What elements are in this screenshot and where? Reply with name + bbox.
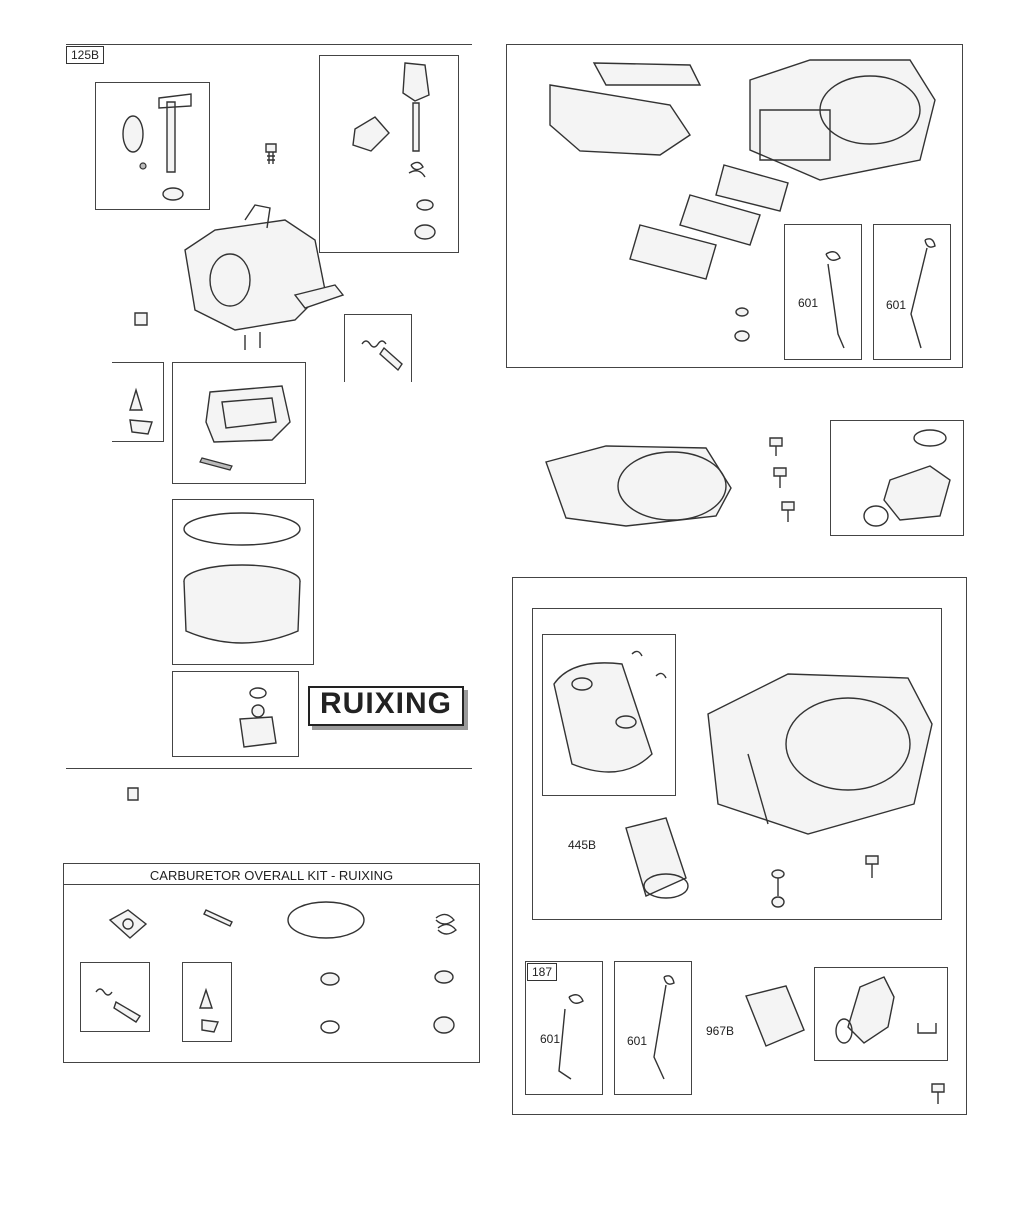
carburetor-kit-title: CARBURETOR OVERALL KIT - RUIXING — [149, 868, 394, 883]
linkage-b-drawing — [873, 224, 951, 360]
choke-shaft-box — [319, 55, 459, 253]
kit-needle-drawing — [182, 962, 232, 1042]
float-box — [172, 362, 306, 484]
air-cleaner-panel — [506, 44, 963, 368]
linkage-a-drawing — [784, 224, 862, 360]
kit-pin-drawing — [202, 904, 238, 930]
kit-washer-c-drawing — [318, 1018, 342, 1036]
kit-washer-d-drawing — [432, 1014, 456, 1036]
ref-tag-187: 187 — [527, 963, 558, 981]
ref-label-601-a: 601 — [798, 296, 819, 310]
float-drawing — [172, 362, 306, 484]
throttle-shaft-drawing — [95, 82, 210, 210]
air-filter-445b-drawing — [606, 808, 696, 904]
small-screw-drawing — [264, 142, 280, 168]
blower-housing-inner-panel — [532, 608, 942, 920]
bolts-drawing — [764, 432, 804, 524]
ref-label-445b: 445B — [568, 838, 597, 852]
kit-washer-a-drawing — [318, 970, 342, 988]
blower-plate-drawing — [536, 432, 736, 532]
throttle-shaft-box — [95, 82, 210, 210]
air-cleaner-base-drawing — [730, 50, 940, 200]
intake-elbow-box-lower — [814, 967, 948, 1061]
air-filter-drawing — [620, 155, 800, 285]
kit-title-divider — [63, 884, 480, 885]
float-needle-drawing — [112, 362, 164, 442]
ref-tag-125b: 125B — [66, 46, 105, 64]
float-needle-box — [112, 362, 164, 442]
blower-housing-panel — [512, 577, 967, 1115]
ref-label-601-d: 601 — [627, 1034, 648, 1048]
ref-label-601-c: 601 — [540, 1032, 561, 1046]
kit-oring-drawing — [284, 898, 368, 942]
middle-left-divider — [66, 768, 472, 769]
brand-logo: RUIXING — [308, 686, 464, 726]
carburetor-body-drawing — [175, 200, 350, 355]
kit-gasket-drawing — [104, 904, 152, 944]
jet-drawing — [132, 310, 152, 328]
top-left-divider — [66, 44, 472, 45]
choke-shaft-drawing — [319, 55, 459, 253]
intake-elbow-box — [830, 420, 964, 536]
carburetor-kit-panel: CARBURETOR OVERALL KIT - RUIXING — [63, 863, 480, 1063]
kit-washer-b-drawing — [432, 968, 456, 986]
linkage-box-c — [525, 961, 603, 1095]
linkage-box-d — [614, 961, 692, 1095]
kit-spring-drawing — [428, 908, 464, 944]
kit-needle-box — [182, 962, 232, 1042]
housing-screw-b-drawing — [862, 852, 882, 882]
air-cleaner-bolt-drawing — [732, 304, 752, 344]
ref-label-601-b: 601 — [886, 298, 907, 312]
float-bowl-box — [172, 499, 314, 665]
bottom-screw-drawing — [928, 1080, 948, 1108]
kit-screw-drawing — [80, 962, 150, 1032]
idle-screw-drawing — [344, 314, 412, 382]
plug-drawing — [126, 786, 142, 804]
housing-screw-a-drawing — [768, 866, 788, 912]
float-bowl-drawing — [172, 499, 314, 665]
linkage-c-drawing — [525, 961, 603, 1095]
air-cleaner-cover-drawing — [540, 55, 710, 165]
bowl-nut-box — [172, 671, 299, 757]
filter-967b-drawing — [736, 980, 810, 1052]
kit-screw-box — [80, 962, 150, 1032]
intake-elbow-drawing — [830, 420, 964, 536]
linkage-box-b — [873, 224, 951, 360]
shroud-cover-drawing — [542, 634, 676, 796]
linkage-d-drawing — [614, 961, 692, 1095]
ref-label-967b: 967B — [706, 1024, 735, 1038]
intake-elbow-lower-drawing — [814, 967, 948, 1061]
idle-screw-box — [344, 314, 412, 382]
bowl-nut-drawing — [172, 671, 299, 757]
linkage-box-a — [784, 224, 862, 360]
blower-housing-drawing — [688, 664, 938, 844]
shroud-cover-box — [542, 634, 676, 796]
